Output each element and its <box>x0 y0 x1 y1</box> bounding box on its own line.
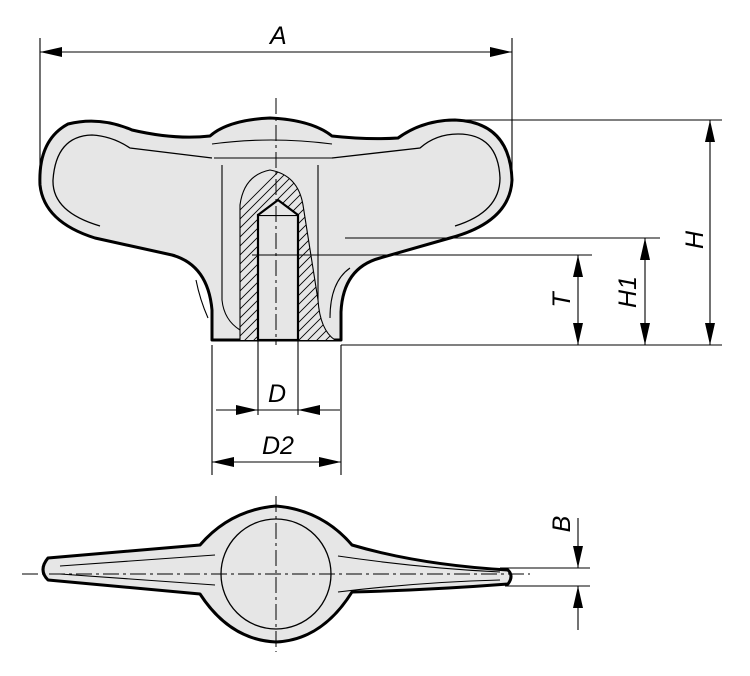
right-flank <box>329 267 351 319</box>
dim-label-D: D <box>268 380 286 408</box>
hatch-line <box>240 170 291 340</box>
dim-label-H1: H1 <box>614 276 642 308</box>
right-wing-contour <box>331 133 501 227</box>
right-wing-line-top <box>337 555 501 573</box>
dimension-A: A <box>39 22 513 170</box>
section-outline <box>239 169 336 341</box>
knob-front-view <box>38 98 514 345</box>
left-transition <box>221 165 241 331</box>
left-wing-line-bottom <box>59 573 216 586</box>
dim-label-A: A <box>268 22 287 50</box>
hatch-line <box>279 170 335 340</box>
dim-label-H: H <box>681 230 709 249</box>
right-extension-lines <box>300 119 722 346</box>
dim-label-D2: D2 <box>262 432 294 460</box>
thread-bore <box>256 213 300 342</box>
dimension-H1: H1 <box>614 238 650 345</box>
knob-top-view <box>22 496 530 652</box>
dimension-D: D <box>216 340 340 415</box>
hub-line <box>211 139 333 145</box>
bore-tip <box>257 198 299 216</box>
left-wing-line-top <box>59 554 216 567</box>
dimension-H: H <box>681 120 715 345</box>
left-wing-contour <box>52 134 213 227</box>
dimension-T: T <box>548 255 583 345</box>
dim-label-B: B <box>548 516 576 533</box>
hatch-line <box>240 170 318 340</box>
hatch-line <box>240 170 327 340</box>
left-flank <box>195 279 209 319</box>
hatch-line <box>240 170 300 340</box>
right-wing-line-bottom <box>337 579 501 593</box>
dimension-D2: D2 <box>211 345 342 475</box>
dim-label-T: T <box>548 291 576 308</box>
hatch-line <box>270 170 335 340</box>
dimension-B: B <box>500 516 590 630</box>
